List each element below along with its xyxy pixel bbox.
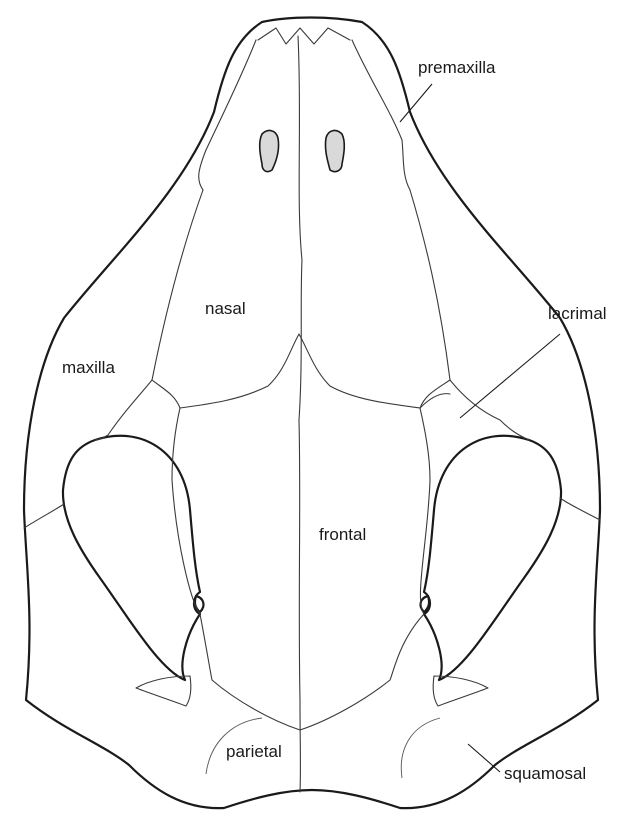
label-lacrimal: lacrimal xyxy=(548,304,607,323)
skull-outline xyxy=(24,18,600,809)
right-nostril xyxy=(325,131,344,172)
label-premaxilla: premaxilla xyxy=(418,58,496,77)
label-frontal: frontal xyxy=(319,525,366,544)
label-parietal: parietal xyxy=(226,742,282,761)
left-orbit-notch xyxy=(195,596,203,612)
label-squamosal: squamosal xyxy=(504,764,586,783)
label-nasal: nasal xyxy=(205,299,246,318)
label-maxilla: maxilla xyxy=(62,358,115,377)
